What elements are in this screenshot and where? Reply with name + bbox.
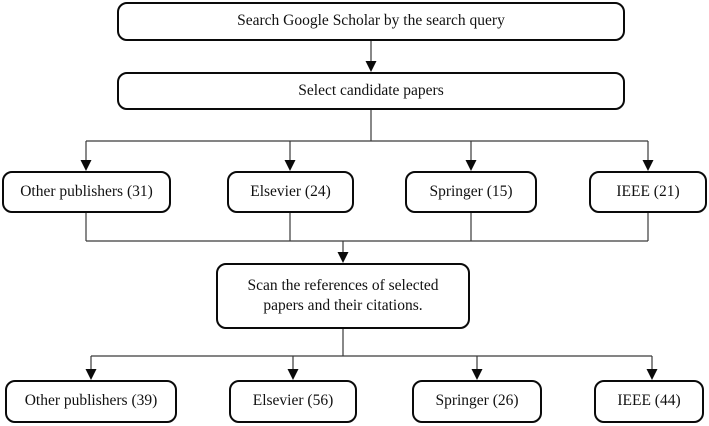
node-label: Springer (26) xyxy=(435,392,519,410)
arrowhead-icon xyxy=(642,160,654,171)
node-label: Select candidate papers xyxy=(298,81,444,99)
node-label: IEEE (21) xyxy=(616,182,680,200)
connector-branch1-drops xyxy=(80,141,654,171)
node-select-candidate-papers: Select candidate papers xyxy=(117,72,625,110)
node-label: Elsevier (24) xyxy=(250,182,331,200)
arrowhead-icon xyxy=(365,61,377,72)
node-round2-springer: Springer (26) xyxy=(412,380,542,423)
node-label: Other publishers (31) xyxy=(20,182,153,200)
arrowhead-icon xyxy=(287,369,299,380)
connector-select-to-branch1 xyxy=(86,110,648,142)
node-label: Springer (15) xyxy=(429,182,513,200)
connector-search-to-select xyxy=(365,41,377,72)
node-round1-other-publishers: Other publishers (31) xyxy=(2,171,171,213)
node-round1-springer: Springer (15) xyxy=(405,171,537,213)
node-label: IEEE (44) xyxy=(617,392,681,410)
node-round2-elsevier: Elsevier (56) xyxy=(229,380,357,423)
node-scan-references: Scan the references of selected papers a… xyxy=(216,263,470,329)
arrowhead-icon xyxy=(465,160,477,171)
node-round2-ieee: IEEE (44) xyxy=(594,380,704,423)
arrowhead-icon xyxy=(471,369,483,380)
connector-round1-to-scan xyxy=(85,213,649,263)
node-label: Scan the references of selected papers a… xyxy=(247,276,439,314)
arrowhead-icon xyxy=(646,369,658,380)
node-round1-elsevier: Elsevier (24) xyxy=(227,171,354,213)
node-label: Other publishers (39) xyxy=(24,392,158,410)
arrowhead-icon xyxy=(80,160,92,171)
node-round2-other-publishers: Other publishers (39) xyxy=(5,380,177,423)
connector-scan-to-branch3 xyxy=(91,329,652,357)
node-round1-ieee: IEEE (21) xyxy=(589,171,707,213)
arrowhead-icon xyxy=(284,160,296,171)
node-label: Search Google Scholar by the search quer… xyxy=(237,12,505,30)
node-label: Elsevier (56) xyxy=(252,392,334,410)
arrowhead-icon xyxy=(85,369,97,380)
arrowhead-icon xyxy=(337,252,349,263)
connector-branch3-drops xyxy=(85,356,658,380)
node-search-google-scholar: Search Google Scholar by the search quer… xyxy=(117,2,625,41)
